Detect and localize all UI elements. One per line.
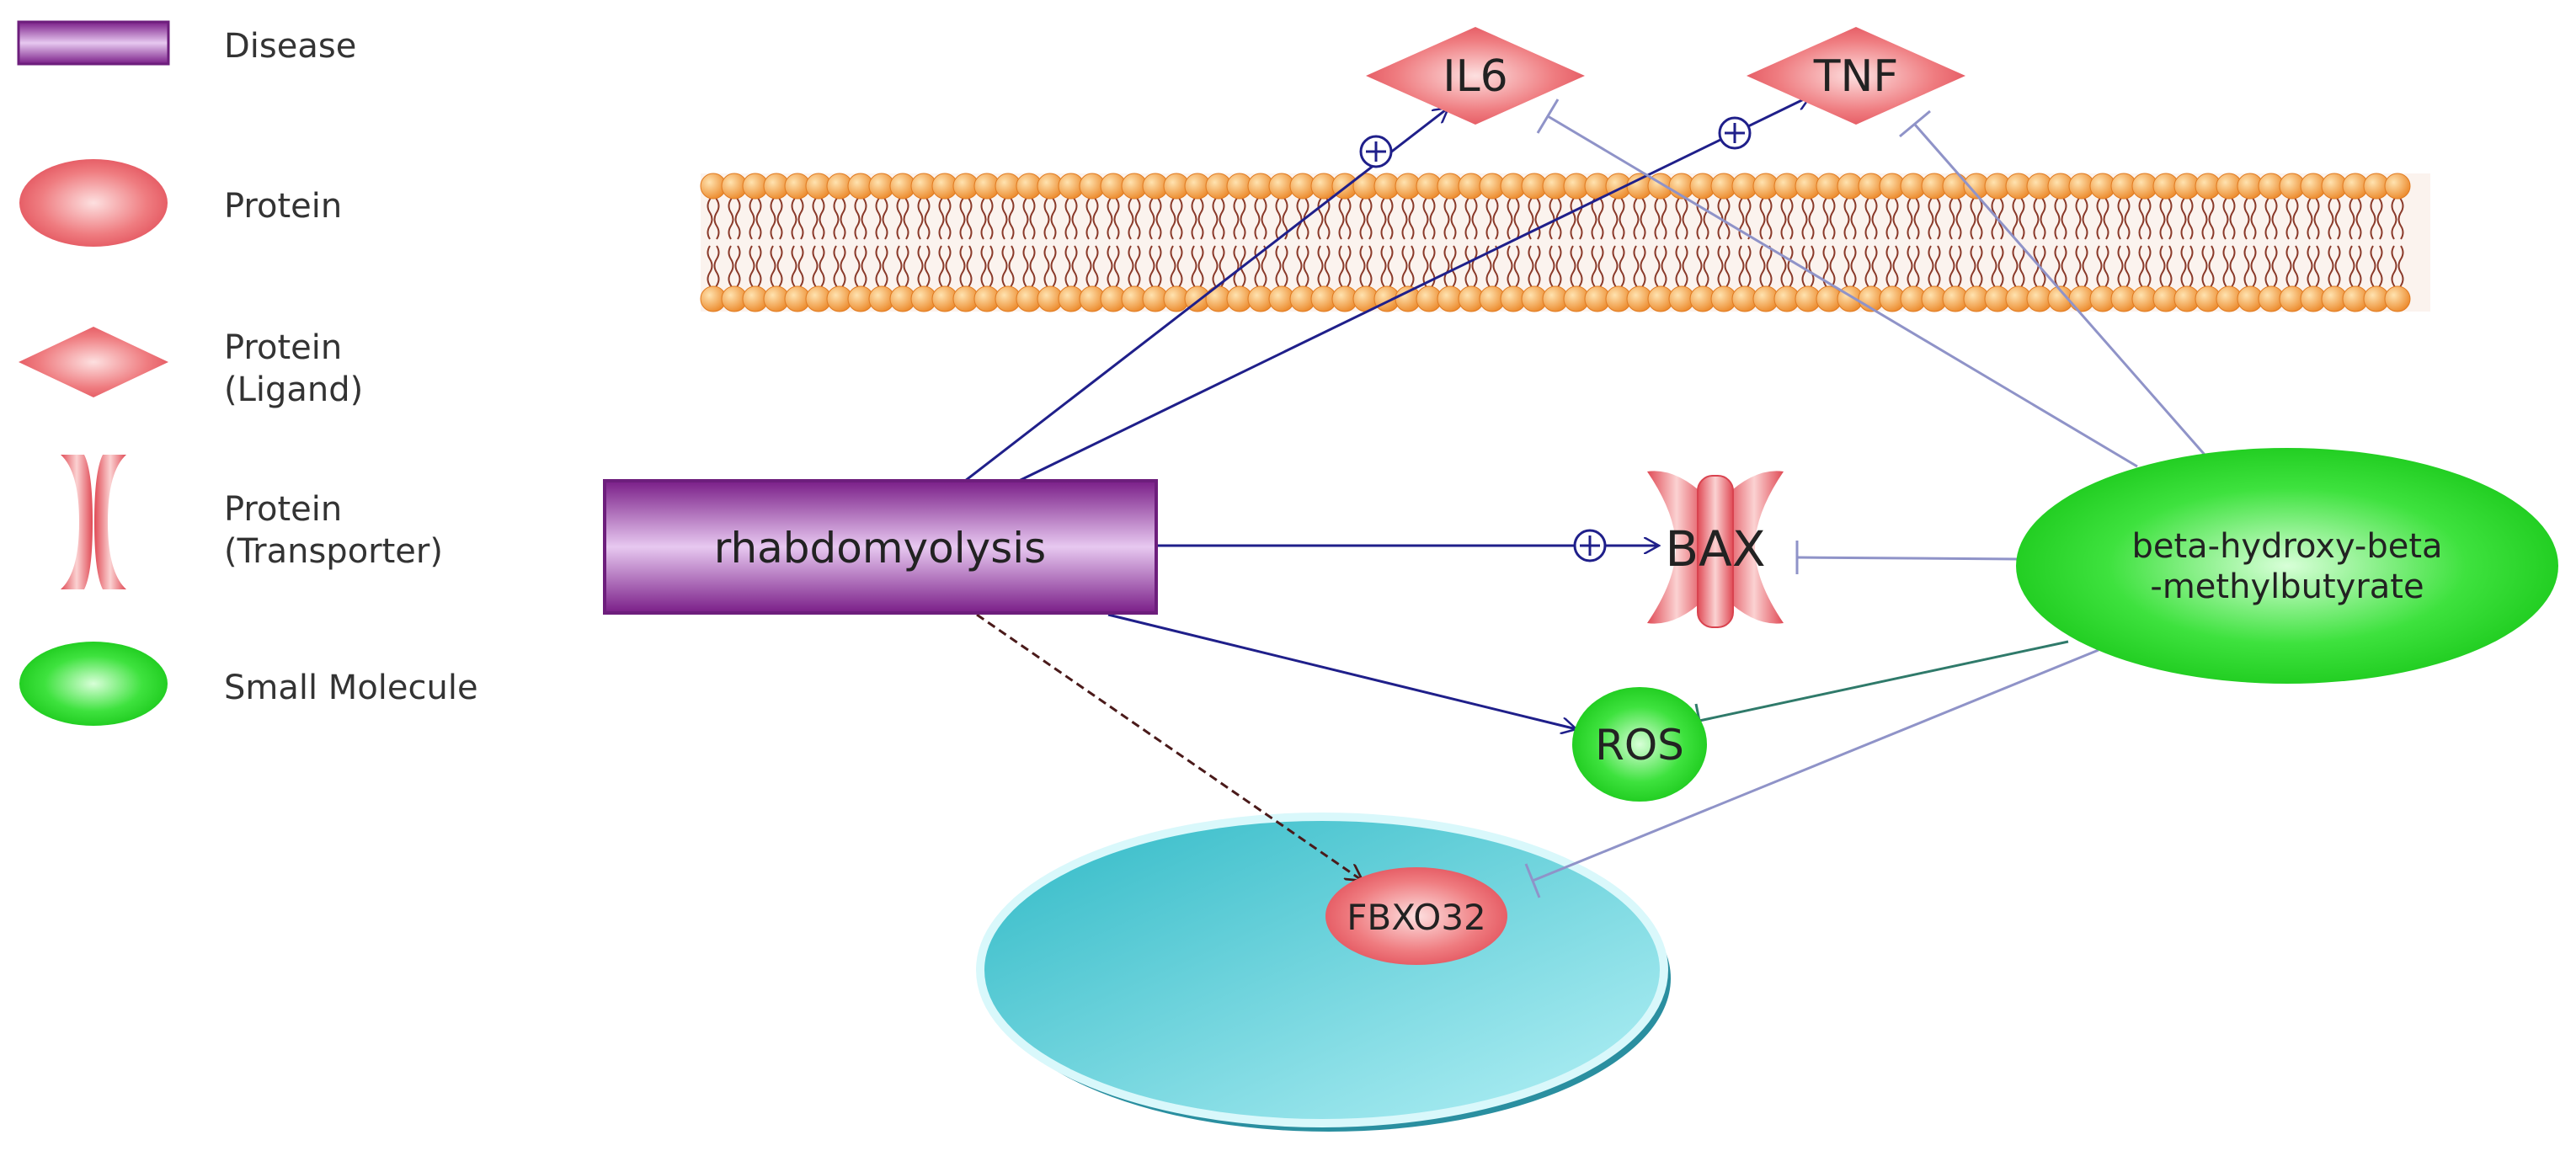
- node-ros[interactable]: ROS: [1572, 687, 1707, 802]
- edge-hmb-ros: [1699, 640, 2069, 722]
- legend-transporter-swatch: [61, 455, 126, 589]
- node-rhabdomyolysis[interactable]: rhabdomyolysis: [603, 479, 1158, 615]
- node-fbxo32[interactable]: FBXO32: [1325, 867, 1507, 965]
- legend-ligand-label: Protein: [224, 328, 342, 367]
- edge-hmb-bax: [1796, 556, 2019, 561]
- legend-transporter-label: Protein: [224, 490, 342, 529]
- node-il6[interactable]: IL6: [1366, 27, 1585, 125]
- node-rhabdomyolysis-label: rhabdomyolysis: [714, 524, 1046, 573]
- legend-disease-swatch: [17, 20, 170, 66]
- legend-small-molecule-swatch: [19, 642, 168, 726]
- edge-hmb-fbxo32: [1532, 648, 2099, 882]
- node-beta-hydroxy-beta-methylbutyrate[interactable]: beta-hydroxy-beta -methylbutyrate: [2016, 448, 2558, 684]
- edge-rhabdo-tnf: [1018, 96, 1811, 482]
- nucleus: [976, 813, 1671, 1132]
- legend-disease-label: Disease: [224, 27, 356, 66]
- legend-protein-label: Protein: [224, 187, 342, 226]
- edge-rhabdo-fbxo32: [976, 613, 1363, 881]
- edge-hmb-fbxo32-bar: [1524, 863, 1541, 898]
- plus-sign-tnf: [1718, 116, 1752, 150]
- edge-hmb-il6: [1547, 115, 2138, 468]
- node-bax-label: BAX: [1665, 520, 1765, 578]
- edge-hmb-il6-bar: [1536, 99, 1560, 134]
- edges: [964, 96, 2206, 898]
- legend-small-molecule-label: Small Molecule: [224, 669, 478, 707]
- node-ros-label: ROS: [1595, 721, 1684, 770]
- plus-sign-il6: [1359, 135, 1393, 168]
- node-fbxo32-label: FBXO32: [1347, 897, 1486, 938]
- legend-ligand-sublabel: (Ligand): [224, 370, 363, 409]
- legend-protein-swatch: [19, 159, 168, 247]
- node-tnf[interactable]: TNF: [1747, 27, 1965, 125]
- legend-transporter-sublabel: (Transporter): [224, 532, 443, 571]
- membrane-lipid-head: [2384, 173, 2411, 200]
- edge-rhabdo-ros: [1107, 613, 1576, 729]
- cell-membrane: [700, 173, 2430, 312]
- node-il6-label: IL6: [1443, 51, 1507, 102]
- node-tnf-label: TNF: [1813, 51, 1899, 102]
- edge-rhabdo-il6: [964, 108, 1448, 482]
- node-hmb-label-line1: beta-hydroxy-beta: [2131, 527, 2442, 566]
- edge-hmb-tnf: [1913, 124, 2206, 456]
- membrane-lipid-head: [2384, 285, 2411, 312]
- legend-ligand-swatch: [19, 327, 168, 397]
- node-hmb-label-line2: -methylbutyrate: [2150, 568, 2424, 606]
- plus-sign-bax: [1573, 529, 1607, 562]
- edge-hmb-tnf-bar: [1899, 109, 1931, 138]
- legend: Disease Protein Protein (Ligand) Protein…: [17, 20, 478, 726]
- node-bax[interactable]: BAX: [1647, 471, 1784, 628]
